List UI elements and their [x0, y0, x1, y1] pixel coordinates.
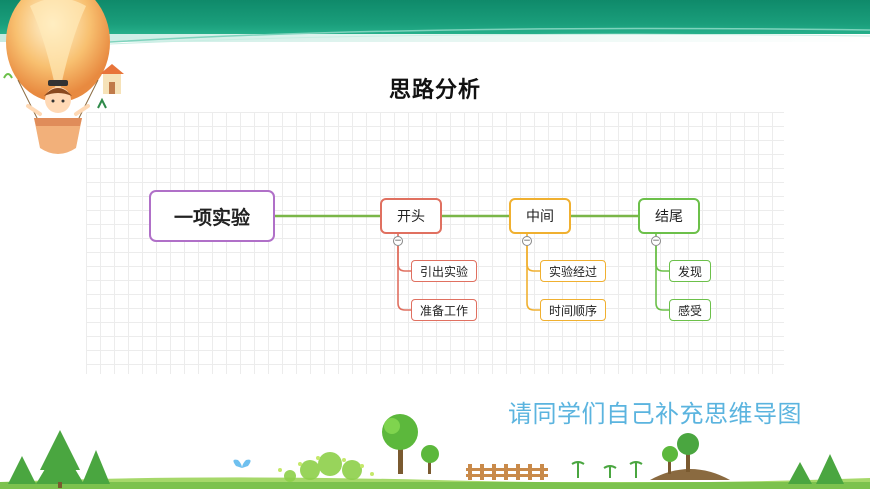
mindmap-child-end-2: 感受: [669, 299, 711, 321]
caption-text: 请同学们自己补充思维导图: [508, 400, 802, 428]
mindmap-node-middle: 中间: [509, 198, 571, 234]
tree-icon: [382, 414, 439, 474]
mindmap-child-start-2: 准备工作: [411, 299, 477, 321]
connector-end-child2: [655, 246, 669, 311]
connector-start-child2: [397, 246, 411, 311]
connector-middle-child2: [526, 246, 540, 311]
connector-start-child1: [397, 246, 411, 272]
connector-middle-child1: [526, 246, 540, 272]
collapse-toggle-end-icon[interactable]: −: [651, 236, 661, 246]
mindmap-child-start-1: 引出实验: [411, 260, 477, 282]
collapse-toggle-start-icon[interactable]: −: [393, 236, 403, 246]
mindmap-child-middle-1: 实验经过: [540, 260, 606, 282]
hot-air-balloon-icon: [3, 0, 124, 154]
connector-end-child1: [655, 246, 669, 272]
mindmap-root-node: 一项实验: [149, 190, 275, 242]
fence-icon: [466, 464, 548, 480]
header-stripe: [0, 34, 870, 42]
grid-background: [86, 112, 784, 374]
header-swoosh-icon: [110, 27, 870, 45]
mindmap-child-middle-2: 时间顺序: [540, 299, 606, 321]
mindmap-node-end: 结尾: [638, 198, 700, 234]
butterfly-icon: [233, 459, 251, 468]
mindmap-child-end-1: 发现: [669, 260, 711, 282]
landscape-decoration: [0, 414, 870, 489]
slide-title: 思路分析: [388, 78, 481, 103]
collapse-toggle-middle-icon[interactable]: −: [522, 236, 532, 246]
tree-icon: [8, 430, 110, 484]
mindmap-node-start: 开头: [380, 198, 442, 234]
tree-icon: [662, 433, 699, 474]
